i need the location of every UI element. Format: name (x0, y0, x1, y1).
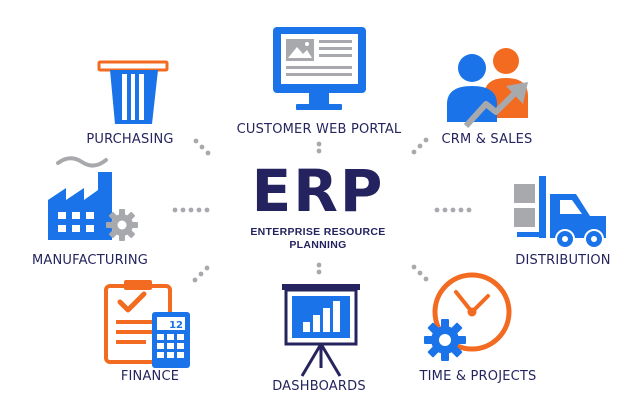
factory-gear-icon (48, 156, 138, 241)
card-slot-icon (97, 60, 169, 124)
clipboard-calculator-icon (104, 280, 190, 368)
presentation-chart-icon (282, 284, 360, 377)
erp-subtitle-line2: PLANNING (289, 239, 347, 251)
people-growth-icon (447, 48, 528, 129)
label-crm-sales: CRM & SALES (441, 132, 533, 147)
clock-gear-icon (424, 272, 512, 361)
label-manufacturing: MANUFACTURING (31, 253, 149, 268)
label-purchasing: PURCHASING (86, 132, 174, 147)
label-distribution: DISTRIBUTION (515, 253, 611, 268)
label-time-projects: TIME & PROJECTS (419, 369, 537, 384)
finance-calculator-display: 12 (169, 320, 183, 331)
erp-subtitle-line1: ENTERPRISE RESOURCE (250, 226, 386, 238)
erp-subtitle: ENTERPRISE RESOURCE PLANNING (218, 226, 418, 252)
monitor-icon (273, 27, 366, 110)
label-dashboards: DASHBOARDS (272, 379, 366, 394)
label-finance: FINANCE (120, 369, 180, 384)
label-customer-web-portal: CUSTOMER WEB PORTAL (236, 122, 402, 137)
erp-title: ERP (251, 157, 385, 225)
forklift-icon (514, 176, 606, 249)
connector-dots (172, 137, 472, 283)
